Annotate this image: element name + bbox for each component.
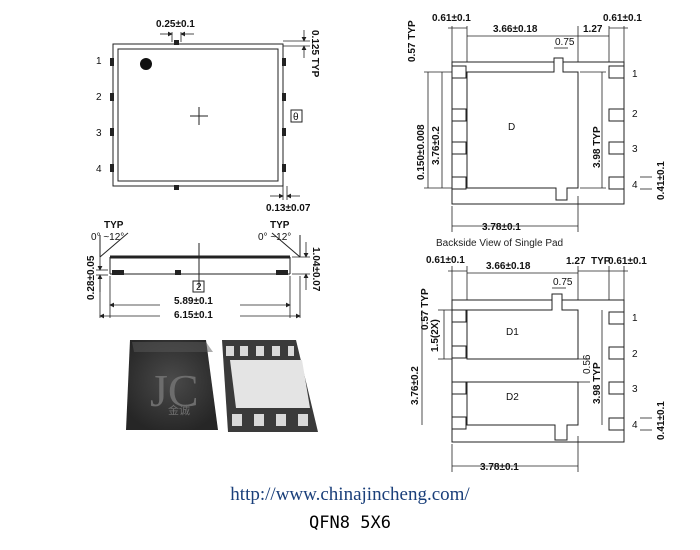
dim-tab: 0.75 [555, 37, 575, 48]
chip-bottom-photo [222, 340, 318, 432]
dim-top-right: 0.61±0.1 [603, 13, 642, 24]
angle-right: 0° ~12° [258, 232, 291, 243]
dual-dim-tab: 0.75 [553, 277, 573, 288]
chip-top-photo [126, 340, 218, 430]
top-body-outer [112, 43, 284, 187]
single-pin4-label: 4 [632, 180, 638, 191]
dim-side-top: 0.57 TYP [407, 20, 418, 62]
top-pin4-label: 4 [96, 164, 102, 175]
dim-pad-h: 3.76±0.2 [431, 126, 442, 165]
dim-tab-width: 0.25±0.1 [156, 19, 195, 30]
theta-box [290, 109, 303, 123]
dual-dim-top-left: 0.61±0.1 [426, 255, 465, 266]
dual-dim-gap: 1.27 [566, 256, 586, 267]
dim-top-mid: 3.66±0.18 [493, 24, 538, 35]
single-left-leads [451, 65, 467, 190]
dim-edge: 0.13±0.07 [266, 203, 311, 214]
package-photo: JC 金诚 [126, 340, 318, 432]
callout-box [192, 280, 205, 293]
top-pin2-label: 2 [96, 92, 102, 103]
dual-pin2-label: 2 [632, 349, 638, 360]
bottom-tab [174, 185, 179, 190]
top-body-inner [117, 48, 279, 182]
dim-overall: 6.15±0.1 [174, 310, 213, 321]
pad-label-D2: D2 [506, 392, 519, 403]
pad-label-D: D [508, 122, 515, 133]
angle-right-typ: TYP [270, 220, 290, 231]
angle-left-typ: TYP [104, 220, 124, 231]
dim-top-left: 0.61±0.1 [432, 13, 471, 24]
callout-2: 2 [196, 282, 202, 293]
side-view: TYP 0° ~12° TYP 0° ~12° 2 0.28±0.05 1.04… [86, 220, 321, 321]
pin1-dot [140, 58, 152, 70]
top-view: 1 2 3 4 0.25±0.1 0.125 TYP θ 0.13±0.07 [96, 19, 320, 214]
pad-label-D1: D1 [506, 327, 519, 338]
dual-dim-right-typ: 3.98 TYP [592, 362, 603, 404]
top-left-leads [110, 58, 114, 172]
chip-logo-sub: 金诚 [168, 403, 190, 417]
theta-symbol: θ [293, 112, 299, 123]
dim-body: 5.89±0.1 [174, 296, 213, 307]
dual-pin4-label: 4 [632, 420, 638, 431]
single-pin1-label: 1 [632, 69, 638, 80]
dual-dim-side-top: 0.57 TYP [420, 288, 431, 330]
bottom-view-single: 0.57 TYP 0.61±0.1 3.66±0.18 1.27 0.61±0.… [407, 13, 667, 233]
dim-gap: 1.27 [583, 24, 603, 35]
angle-left: 0° ~12° [91, 232, 124, 243]
dim-pitch: 0.150±0.008 [416, 124, 427, 180]
dual-pin3-label: 3 [632, 384, 638, 395]
dim-pin-w: 0.41±0.1 [656, 161, 667, 200]
top-pin1-label: 1 [96, 56, 102, 67]
chip-logo: JC [150, 365, 199, 416]
dual-left-leads [451, 309, 467, 430]
dim-standoff: 0.28±0.05 [86, 255, 97, 300]
dual-dim-top-right: 0.61±0.1 [608, 256, 647, 267]
single-right-leads [608, 65, 625, 190]
dual-dim-top-mid: 3.66±0.18 [486, 261, 531, 272]
single-pin2-label: 2 [632, 109, 638, 120]
dual-pad-D1 [466, 293, 579, 360]
single-pad-D [466, 57, 579, 201]
single-pin3-label: 3 [632, 144, 638, 155]
top-tab [174, 40, 179, 45]
top-pin3-label: 3 [96, 128, 102, 139]
dual-pad-D2 [466, 381, 579, 441]
website-url[interactable]: http://www.chinajincheng.com/ [230, 484, 470, 505]
dim-bottom: 3.78±0.1 [482, 222, 521, 233]
dual-dim-d1-h: 1.5(2X) [430, 319, 441, 352]
dual-dim-typ: TYP [591, 256, 611, 267]
dim-tab-height: 0.125 TYP [309, 30, 320, 78]
dual-right-leads [608, 311, 625, 431]
dual-dim-pin-w: 0.41±0.1 [656, 401, 667, 440]
caption-single-pad: Backside View of Single Pad [436, 238, 563, 249]
package-name: QFN8 5X6 [309, 513, 391, 533]
bottom-view-dual: 0.61±0.1 3.66±0.18 1.27 TYP 0.61±0.1 0.7… [410, 255, 667, 473]
top-right-leads [282, 58, 286, 172]
dual-dim-split: 0.56 [582, 354, 593, 374]
dual-dim-bottom: 3.78±0.1 [480, 462, 519, 473]
dual-dim-total-h: 3.76±0.2 [410, 366, 421, 405]
dim-height: 1.04±0.07 [310, 247, 321, 292]
dual-pin1-label: 1 [632, 313, 638, 324]
dim-right-typ: 3.98 TYP [592, 126, 603, 168]
